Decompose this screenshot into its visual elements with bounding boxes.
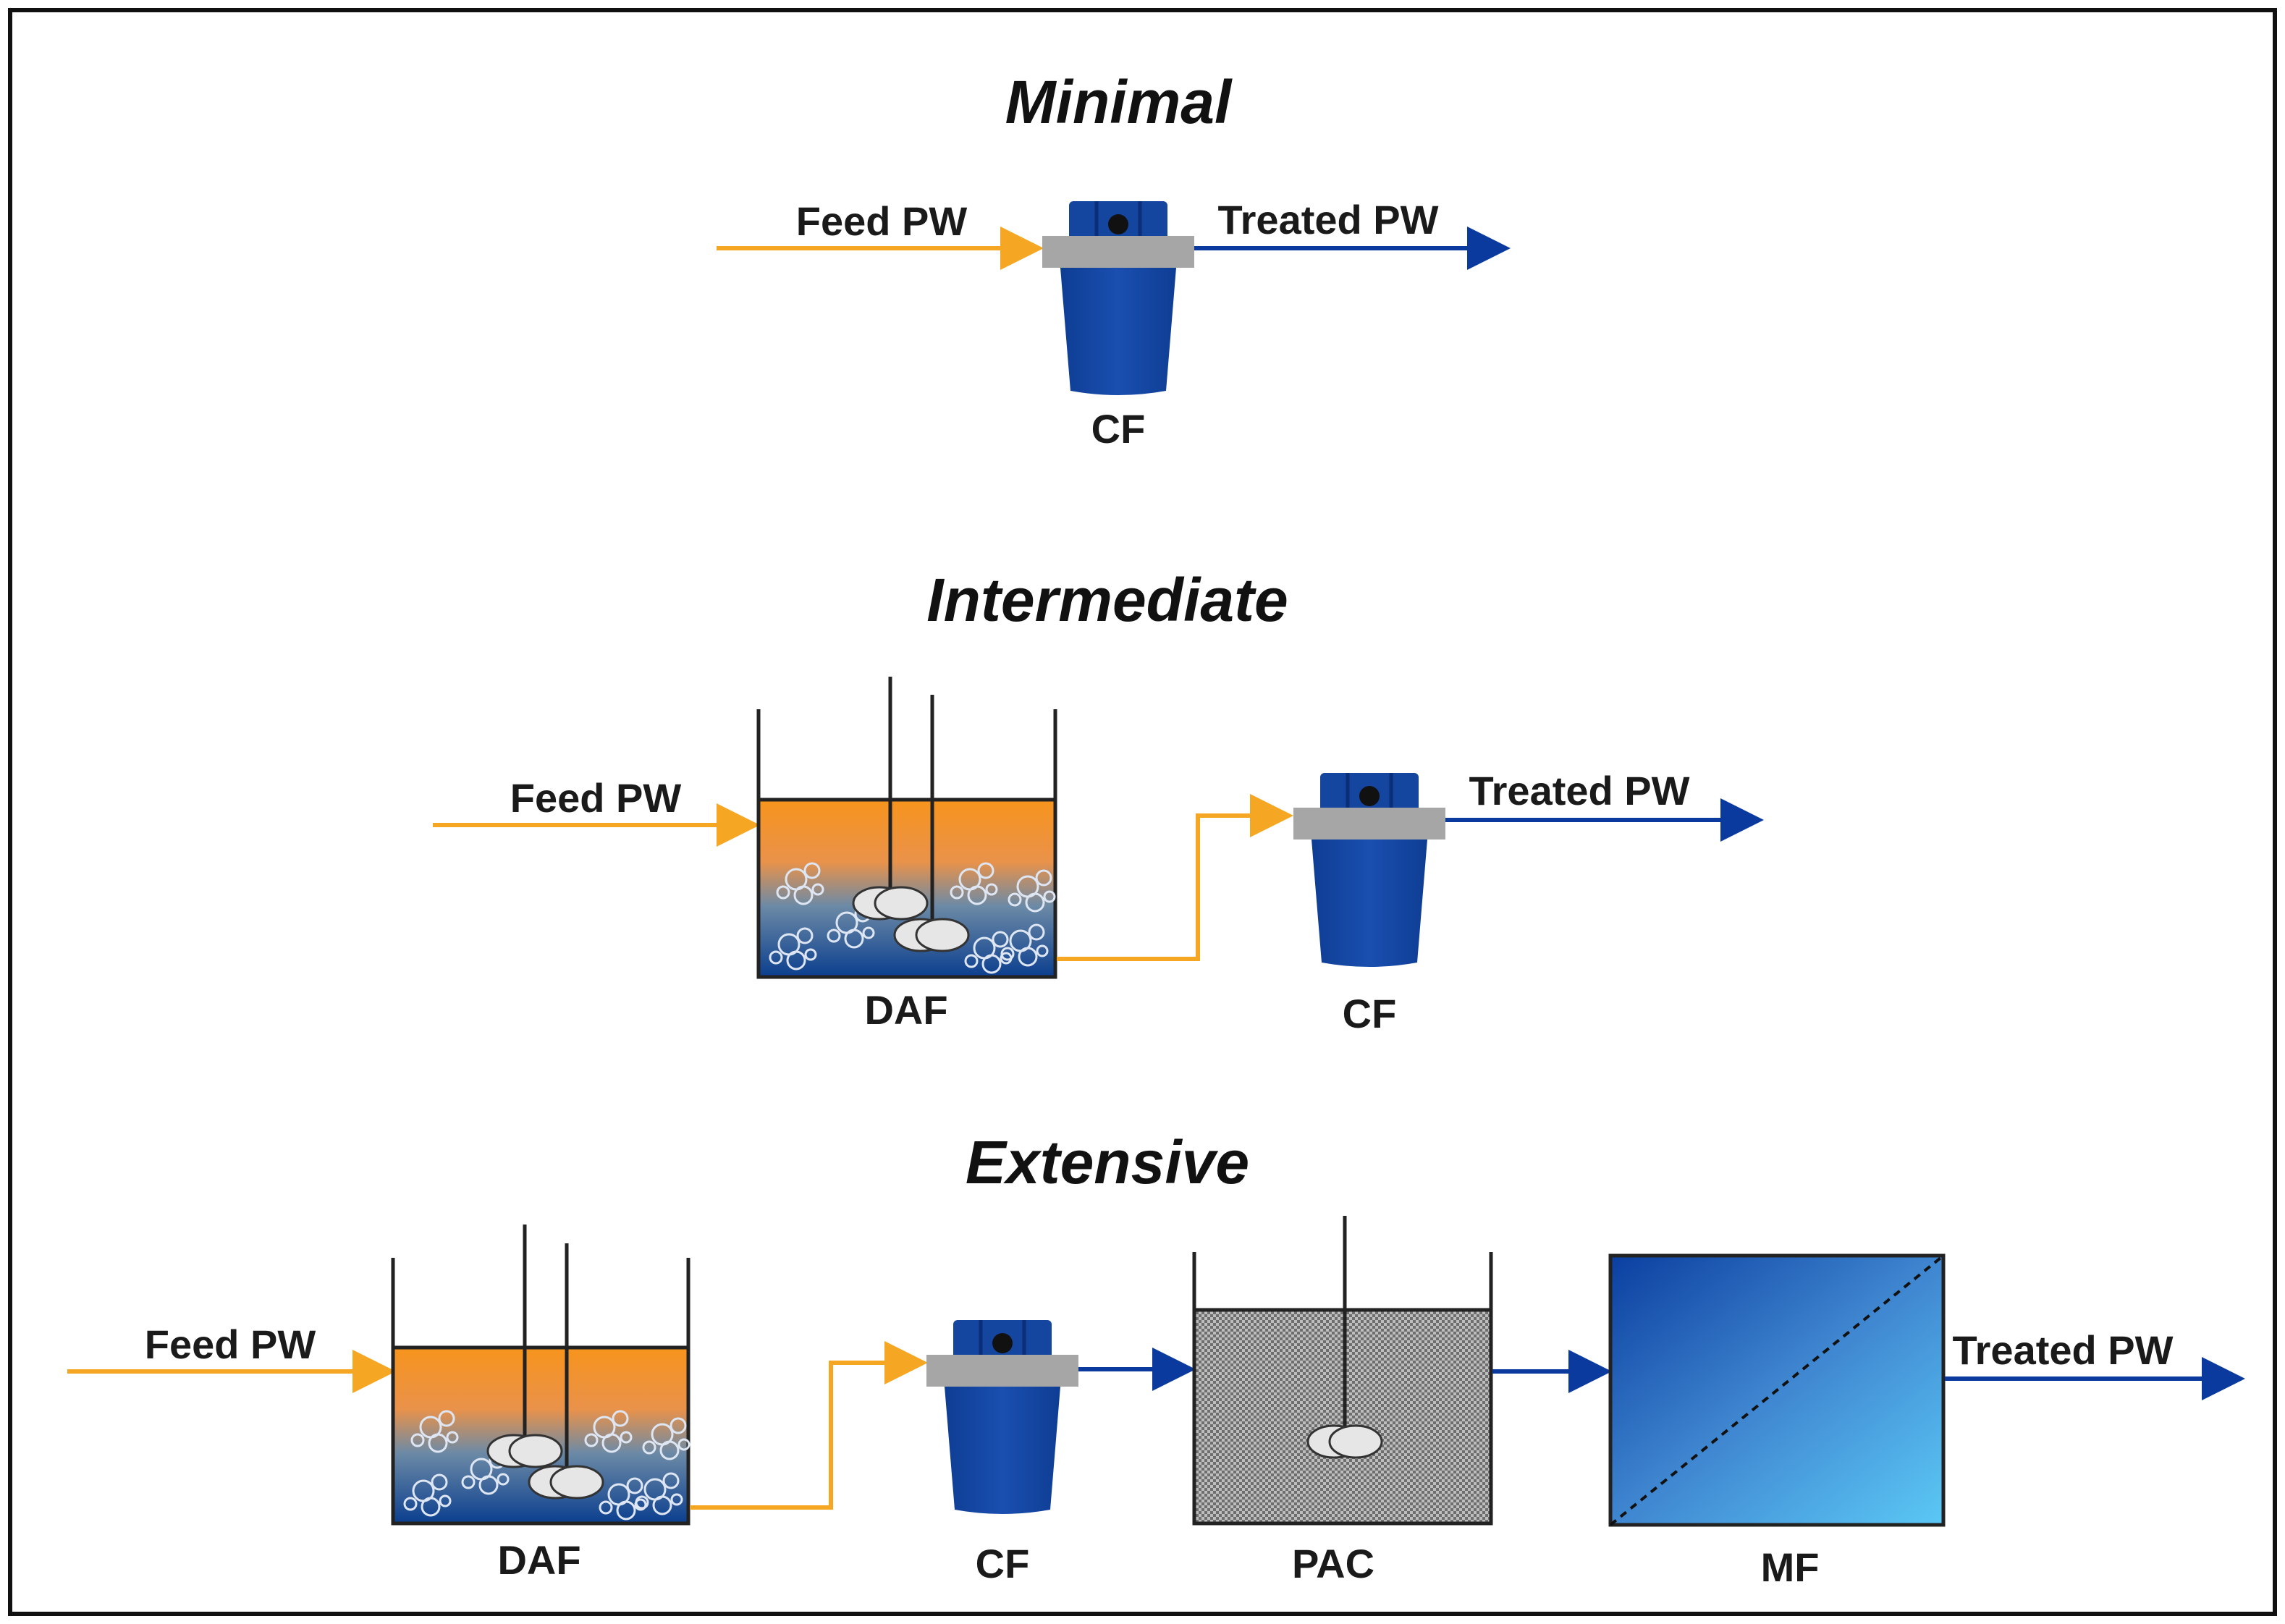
treated-pw-label: Treated PW (1469, 768, 1690, 813)
mf-module (1608, 1253, 1946, 1527)
figure-border (8, 8, 2277, 1616)
pac-tank (1192, 1216, 1493, 1526)
intermediate-title: Intermediate (926, 566, 1288, 634)
pac-label: PAC (1292, 1541, 1374, 1586)
daf-tank (391, 1225, 690, 1526)
daf-label: DAF (497, 1537, 580, 1583)
mf-label: MF (1761, 1544, 1820, 1590)
extensive-title: Extensive (966, 1128, 1249, 1196)
extensive-scenario: Extensive Feed PW DAF (67, 1128, 2245, 1590)
minimal-title: Minimal (1005, 68, 1233, 136)
minimal-scenario: Minimal Feed PW CF Treated PW (717, 68, 1511, 452)
feed-pw-label: Feed PW (145, 1321, 316, 1367)
feed-pw-label: Feed PW (510, 775, 682, 821)
treated-pw-label: Treated PW (1218, 197, 1439, 242)
daf-tank (756, 677, 1057, 979)
cartridge-filter (926, 1320, 1078, 1514)
daf-to-cf-line (690, 1341, 928, 1510)
feed-pw-label: Feed PW (796, 198, 968, 244)
daf-to-cf-line (1057, 794, 1293, 961)
cartridge-filter (1293, 773, 1445, 967)
intermediate-scenario: Intermediate Feed PW DAF (433, 566, 1764, 1036)
cartridge-filter (1042, 201, 1194, 395)
treated-pw-label: Treated PW (1953, 1327, 2174, 1373)
cf-label: CF (976, 1541, 1030, 1586)
cf-label: CF (1343, 991, 1397, 1036)
cf-label: CF (1091, 406, 1146, 452)
daf-label: DAF (864, 987, 947, 1033)
